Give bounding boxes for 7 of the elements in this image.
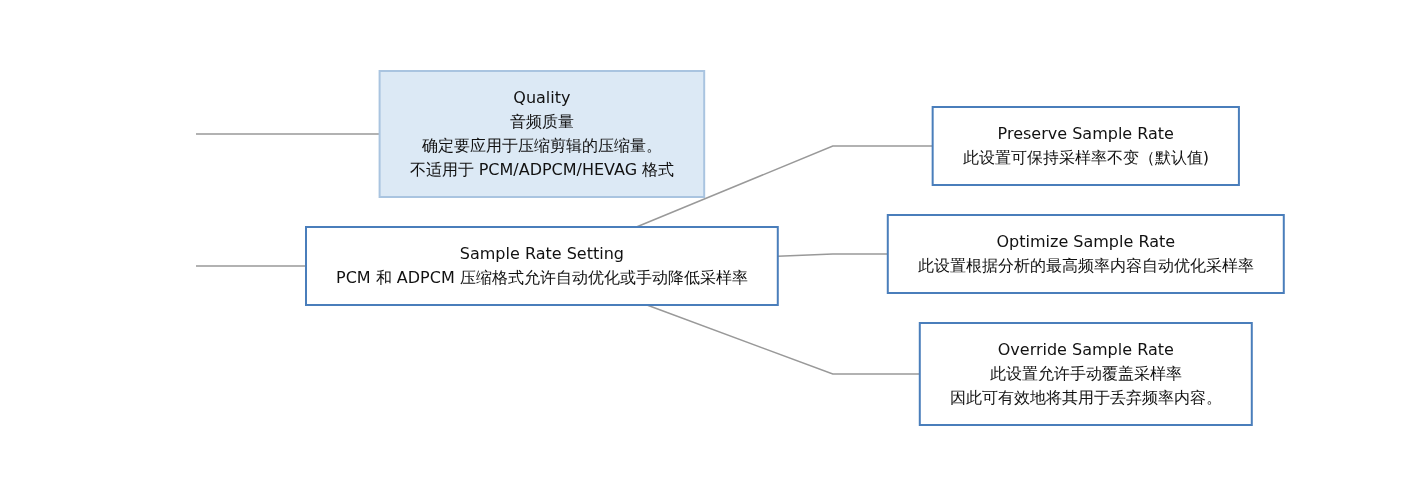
- connector: [635, 145, 933, 228]
- node-box: Sample Rate Setting PCM 和 ADPCM 压缩格式允许自动优化或手动降低采样率: [304, 226, 779, 306]
- node-box: Preserve Sample Rate 此设置可保持采样率不变（默认值): [931, 106, 1240, 186]
- node-box: Optimize Sample Rate 此设置根据分析的最高频率内容自动优化采样率: [886, 214, 1285, 294]
- node-box: Override Sample Rate 此设置允许手动覆盖采样率 因此可有效地将其用于丢弃频率内容。: [918, 322, 1253, 426]
- connector: [194, 133, 380, 135]
- node-box: Quality 音频质量 确定要应用于压缩剪辑的压缩量。 不适用于 PCM/ADPCM/HEVAG 格式: [378, 70, 705, 198]
